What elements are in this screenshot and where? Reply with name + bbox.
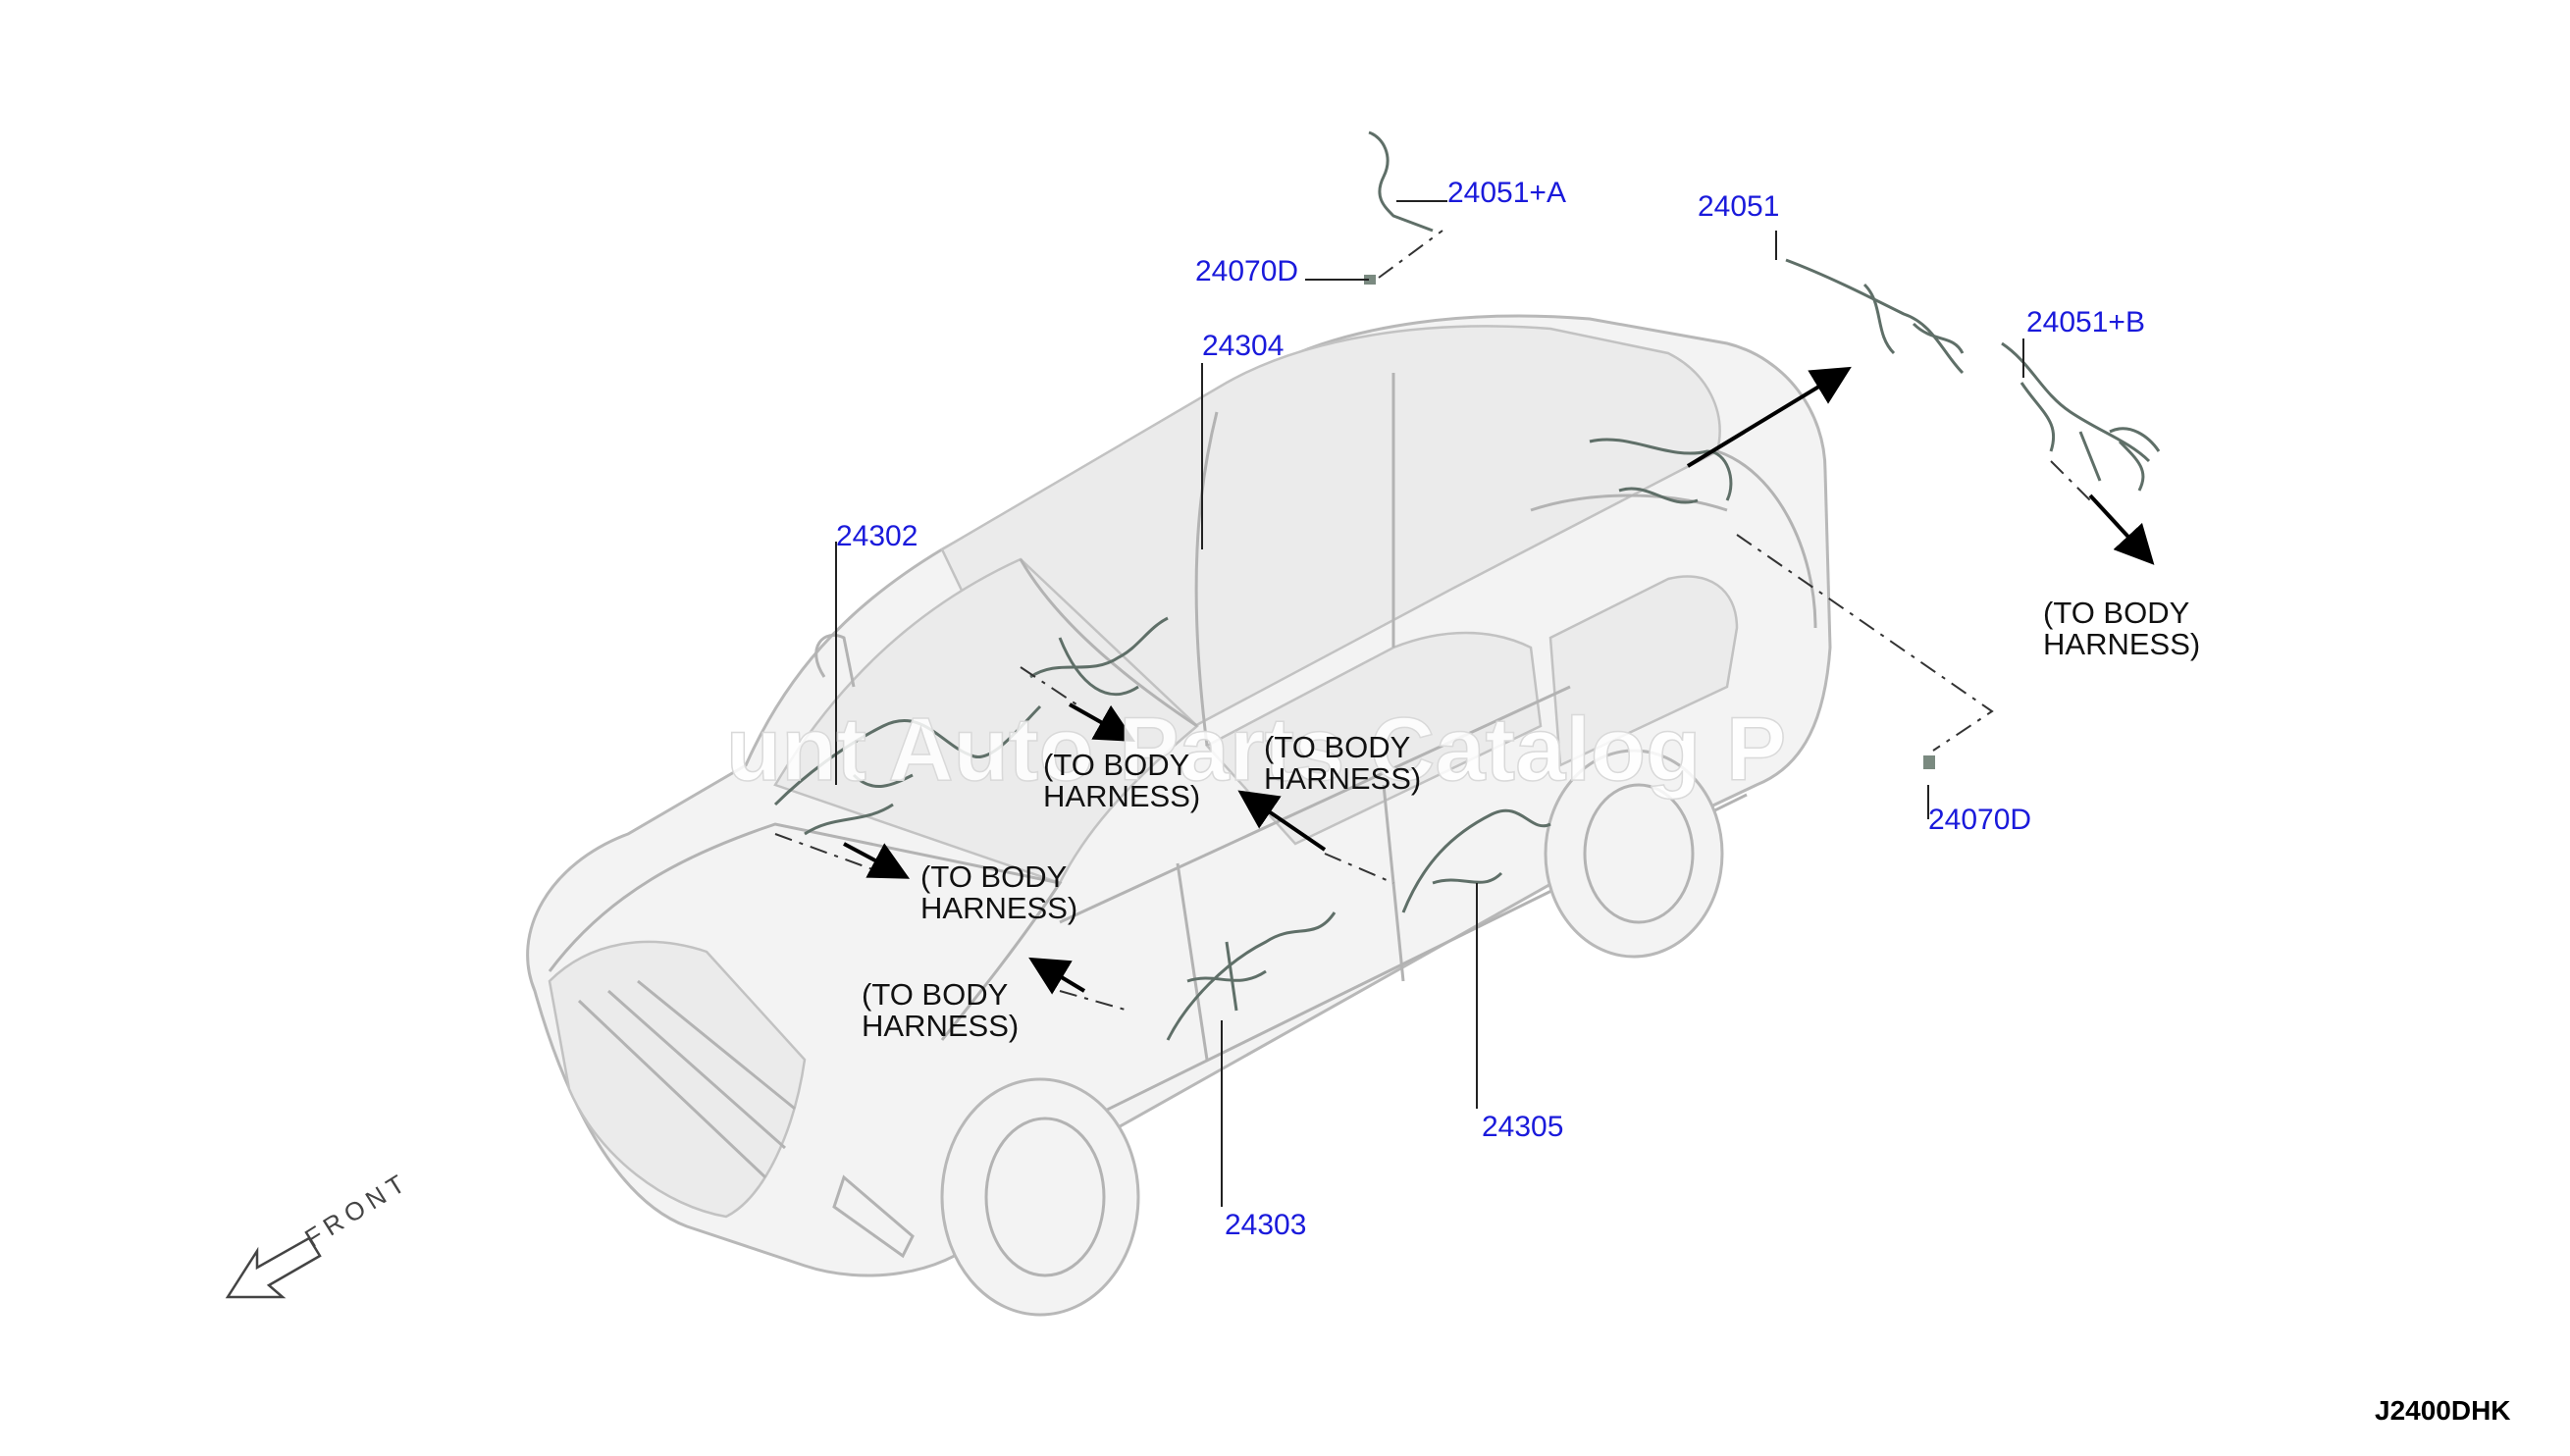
part-label-24070D-right[interactable]: 24070D [1928,804,2031,836]
part-label-24303[interactable]: 24303 [1225,1209,1306,1241]
direction-arrows [843,366,2155,995]
harness-wiring [773,438,1733,1041]
part-label-24302[interactable]: 24302 [836,520,918,552]
callout-notes: (TO BODY HARNESS) (TO BODY HARNESS) (TO … [862,596,2200,1043]
part-labels: 24051+A 24070D 24051 24051+B 24304 24302… [836,177,2145,1241]
diagram-code: J2400DHK [2375,1395,2511,1426]
part-label-24305[interactable]: 24305 [1482,1111,1563,1143]
leader-lines [774,200,2091,1207]
front-indicator: FRONT [225,1166,415,1299]
callout-4-line2: HARNESS) [920,891,1077,925]
vehicle-illustration [526,314,1832,1317]
callout-2-line1: (TO BODY [1043,748,1189,782]
part-label-24051B[interactable]: 24051+B [2026,306,2145,338]
callout-5-line2: HARNESS) [862,1009,1019,1043]
callout-6-line1: (TO BODY [1043,720,1189,754]
part-label-24051[interactable]: 24051 [1698,190,1779,223]
callout-5-line1: (TO BODY [862,977,1008,1012]
callout-4-line1: (TO BODY [920,859,1067,894]
front-arrow-icon [225,1236,322,1299]
part-label-24304[interactable]: 24304 [1202,330,1284,362]
callout-2-line2: HARNESS) [1043,779,1200,813]
callout-3-line2: HARNESS) [1264,761,1421,796]
watermark: unt Auto Parts Catalog P [726,700,1786,800]
part-label-24051A[interactable]: 24051+A [1447,177,1566,209]
front-label: FRONT [299,1166,414,1253]
callout-3-line1: (TO BODY [1264,730,1410,764]
callout-1-line2: HARNESS) [2043,627,2200,661]
part-label-24070D-top[interactable]: 24070D [1195,255,1298,287]
callout-1-line1: (TO BODY [2043,596,2189,630]
callout-6-line2: HARNESS) [1264,699,1421,733]
